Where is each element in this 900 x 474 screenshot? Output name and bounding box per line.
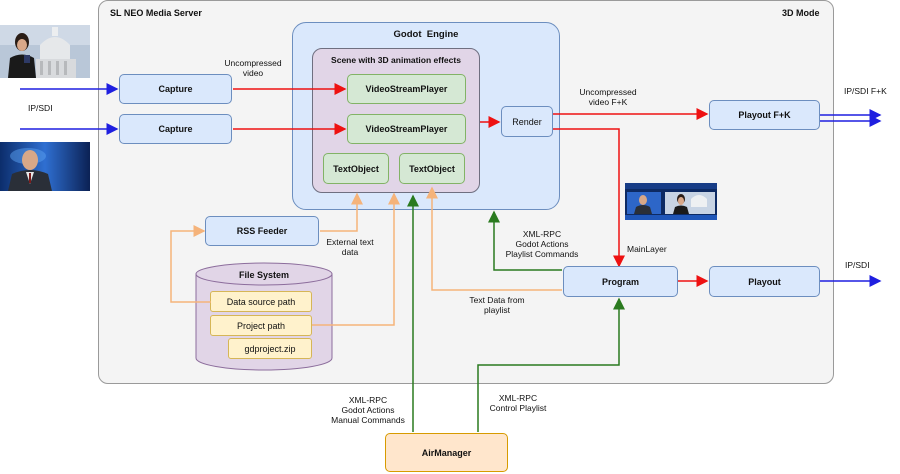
render-to-program <box>553 128 625 268</box>
playout-fk-box[interactable]: Playout F+K <box>709 100 820 130</box>
project-to-engine <box>312 192 400 326</box>
xmlrpc-control-label: XML-RPC Control Playlist <box>489 393 547 413</box>
uncompressed-fk-label: Uncompressed video F+K <box>579 87 637 107</box>
airmanager-box[interactable]: AirManager <box>385 433 508 472</box>
scene-title: Scene with 3D animation effects <box>331 55 461 65</box>
engine-title: Godot Engine <box>393 29 459 40</box>
mainlayer-preview-thumbnail <box>625 183 717 220</box>
airmanager-to-program <box>477 297 625 432</box>
datasource-to-rss <box>170 225 211 303</box>
program-to-textobject <box>426 186 562 291</box>
news-presenter-thumbnail <box>0 142 90 191</box>
mode-label: 3D Mode <box>782 8 820 18</box>
video-stream-player-2[interactable]: VideoStreamPlayer <box>347 114 466 144</box>
filesystem-title: File System <box>238 270 290 280</box>
xmlrpc-manual-label: XML-RPC Godot Actions Manual Commands <box>331 395 405 425</box>
gdproject-zip[interactable]: gdproject.zip <box>228 338 312 359</box>
external-text-label: External text data <box>326 237 374 257</box>
text-object-2[interactable]: TextObject <box>399 153 465 184</box>
capture-box-2[interactable]: Capture <box>119 114 232 144</box>
program-to-engine <box>488 210 562 271</box>
server-title: SL NEO Media Server <box>110 8 202 18</box>
rss-feeder-box[interactable]: RSS Feeder <box>205 216 319 246</box>
rss-to-textobject <box>320 192 363 232</box>
mainlayer-label: MainLayer <box>627 244 667 254</box>
xmlrpc-playlist-label: XML-RPC Godot Actions Playlist Commands <box>505 229 579 259</box>
ipsdi-output-label: IP/SDI <box>845 260 870 270</box>
render-box[interactable]: Render <box>501 106 553 137</box>
uncompressed-video-label: Uncompressed video <box>224 58 282 78</box>
video-stream-player-1[interactable]: VideoStreamPlayer <box>347 74 466 104</box>
capture-box-1[interactable]: Capture <box>119 74 232 104</box>
text-from-playlist-label: Text Data from playlist <box>469 295 525 315</box>
project-path[interactable]: Project path <box>210 315 312 336</box>
ipsdi-input-label: IP/SDI <box>28 103 53 113</box>
news-anchor-thumbnail <box>0 25 90 78</box>
playout-box[interactable]: Playout <box>709 266 820 297</box>
ipsdi-fk-label: IP/SDI F+K <box>844 86 887 96</box>
program-box[interactable]: Program <box>563 266 678 297</box>
text-object-1[interactable]: TextObject <box>323 153 389 184</box>
